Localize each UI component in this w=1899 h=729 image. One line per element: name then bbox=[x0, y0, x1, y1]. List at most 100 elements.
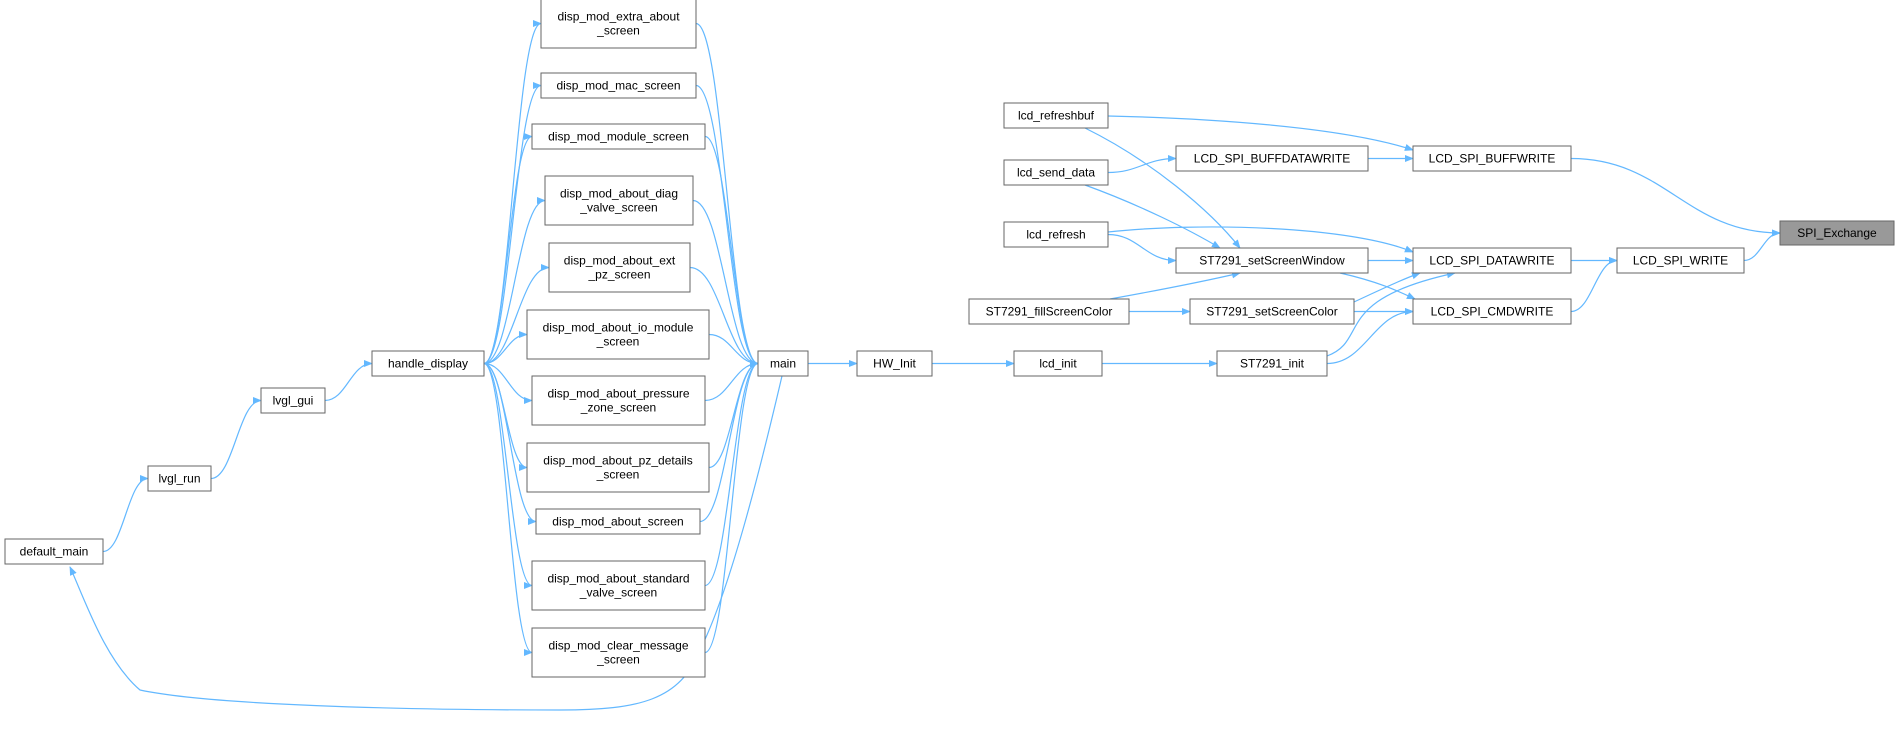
node-lcd-refresh[interactable]: lcd_refresh bbox=[1003, 221, 1109, 248]
node-label: ST7291_setScreenColor bbox=[1206, 305, 1337, 319]
node-disp-mod-about-screen[interactable]: disp_mod_about_screen bbox=[535, 508, 701, 535]
node-box[interactable] bbox=[531, 560, 706, 611]
node-box[interactable] bbox=[1003, 159, 1109, 186]
node-disp-mod-module-screen[interactable]: disp_mod_module_screen bbox=[531, 123, 706, 150]
node-disp-mod-about-pressure-zone-screen[interactable]: disp_mod_about_pressure_zone_screen bbox=[531, 375, 706, 426]
node-disp-mod-about-ext-pz-screen[interactable]: disp_mod_about_ext_pz_screen bbox=[548, 242, 691, 293]
edge-lcd_refresh-to-st7291_setscreenwindow bbox=[1107, 233, 1177, 265]
node-lcd-send-data[interactable]: lcd_send_data bbox=[1003, 159, 1109, 186]
node-box[interactable] bbox=[1003, 221, 1109, 248]
node-st7291-setscreencolor[interactable]: ST7291_setScreenColor bbox=[1189, 298, 1355, 325]
node-box[interactable] bbox=[1189, 298, 1355, 325]
node-box[interactable] bbox=[535, 508, 701, 535]
node-lcd-refreshbuf[interactable]: lcd_refreshbuf bbox=[1003, 102, 1109, 129]
edge-disp_mod_about_screen-to-main bbox=[699, 359, 759, 523]
node-label: LCD_SPI_BUFFWRITE bbox=[1429, 152, 1556, 166]
edge-lvgl_gui-to-handle_display bbox=[324, 359, 373, 402]
node-box[interactable] bbox=[260, 387, 326, 414]
node-st7291-setscreenwindow[interactable]: ST7291_setScreenWindow bbox=[1175, 247, 1369, 274]
node-hw-init[interactable]: HW_Init bbox=[856, 350, 933, 377]
node-lcd-spi-datawrite[interactable]: LCD_SPI_DATAWRITE bbox=[1412, 247, 1572, 274]
node-disp-mod-extra-about-screen[interactable]: disp_mod_extra_about_screen bbox=[540, 0, 697, 49]
edge-line bbox=[483, 263, 550, 365]
edge-handle_display-to-disp_mod_about_pressure_zone_screen bbox=[483, 362, 533, 405]
node-box[interactable] bbox=[856, 350, 933, 377]
node-disp-mod-about-pz-details-screen[interactable]: disp_mod_about_pz_details_screen bbox=[526, 442, 710, 493]
node-box[interactable] bbox=[1175, 145, 1369, 172]
node-label: HW_Init bbox=[873, 357, 916, 371]
node-label: _screen bbox=[596, 653, 640, 667]
node-disp-mod-about-standard-valve-screen[interactable]: disp_mod_about_standard_valve_screen bbox=[531, 560, 706, 611]
node-box[interactable] bbox=[531, 123, 706, 150]
edge-line bbox=[1570, 157, 1781, 237]
node-box[interactable] bbox=[526, 442, 710, 493]
edge-line bbox=[102, 474, 149, 553]
node-handle-display[interactable]: handle_display bbox=[371, 350, 485, 377]
node-box[interactable] bbox=[540, 0, 697, 49]
node-st7291-fillscreencolor[interactable]: ST7291_fillScreenColor bbox=[968, 298, 1130, 325]
node-box[interactable] bbox=[544, 175, 694, 226]
edge-line bbox=[1339, 272, 1416, 300]
node-disp-mod-about-io-module-screen[interactable]: disp_mod_about_io_module_screen bbox=[526, 309, 710, 360]
node-label: disp_mod_about_io_module bbox=[543, 321, 694, 335]
edge-line bbox=[699, 359, 759, 523]
node-box[interactable] bbox=[526, 309, 710, 360]
node-box[interactable] bbox=[1412, 247, 1572, 274]
node-lvgl-run[interactable]: lvgl_run bbox=[147, 465, 212, 492]
node-disp-mod-about-diag-valve-screen[interactable]: disp_mod_about_diag_valve_screen bbox=[544, 175, 694, 226]
node-box[interactable] bbox=[540, 72, 697, 99]
edge-lcd_send_data-to-st7291_setscreenwindow bbox=[1084, 184, 1221, 249]
edge-handle_display-to-disp_mod_module_screen bbox=[483, 132, 533, 365]
edge-handle_display-to-disp_mod_about_ext_pz_screen bbox=[483, 263, 550, 365]
node-lcd-spi-write[interactable]: LCD_SPI_WRITE bbox=[1616, 247, 1745, 274]
node-lvgl-gui[interactable]: lvgl_gui bbox=[260, 387, 326, 414]
node-label: lcd_refreshbuf bbox=[1018, 109, 1095, 123]
node-disp-mod-mac-screen[interactable]: disp_mod_mac_screen bbox=[540, 72, 697, 99]
node-label: disp_mod_extra_about bbox=[557, 10, 680, 24]
node-disp-mod-clear-message-screen[interactable]: disp_mod_clear_message_screen bbox=[531, 627, 706, 678]
node-box[interactable] bbox=[531, 375, 706, 426]
node-box[interactable] bbox=[1412, 298, 1572, 325]
node-main[interactable]: main bbox=[757, 350, 809, 377]
node-box[interactable] bbox=[371, 350, 485, 377]
node-lcd-spi-buffwrite[interactable]: LCD_SPI_BUFFWRITE bbox=[1412, 145, 1572, 172]
node-lcd-spi-buffdatawrite[interactable]: LCD_SPI_BUFFDATAWRITE bbox=[1175, 145, 1369, 172]
edge-line bbox=[483, 196, 546, 365]
node-box[interactable] bbox=[548, 242, 691, 293]
node-box[interactable] bbox=[4, 538, 104, 565]
edge-line bbox=[1107, 226, 1414, 253]
edge-line bbox=[483, 330, 528, 365]
edge-line bbox=[483, 362, 533, 405]
edge-line bbox=[483, 132, 533, 365]
edge-lcd_spi_write-to-spi_exchange bbox=[1743, 229, 1781, 262]
node-box[interactable] bbox=[757, 350, 809, 377]
node-box[interactable] bbox=[968, 298, 1130, 325]
node-box[interactable] bbox=[531, 627, 706, 678]
edge-line bbox=[483, 362, 537, 526]
node-box[interactable] bbox=[1013, 350, 1103, 377]
node-lcd-spi-cmdwrite[interactable]: LCD_SPI_CMDWRITE bbox=[1412, 298, 1572, 325]
node-box[interactable] bbox=[1779, 220, 1895, 246]
node-box[interactable] bbox=[1412, 145, 1572, 172]
edge-handle_display-to-disp_mod_about_screen bbox=[483, 362, 537, 526]
node-box[interactable] bbox=[1616, 247, 1745, 274]
node-lcd-init[interactable]: lcd_init bbox=[1013, 350, 1103, 377]
node-box[interactable] bbox=[147, 465, 212, 492]
node-st7291-init[interactable]: ST7291_init bbox=[1216, 350, 1328, 377]
node-label: disp_mod_about_ext bbox=[564, 254, 676, 268]
node-box[interactable] bbox=[1216, 350, 1328, 377]
node-default-main[interactable]: default_main bbox=[4, 538, 104, 565]
edge-disp_mod_about_diag_valve_screen-to-main bbox=[692, 199, 759, 368]
node-label: LCD_SPI_CMDWRITE bbox=[1431, 305, 1554, 319]
edge-st7291_init-to-lcd_spi_datawrite bbox=[1326, 271, 1456, 357]
edge-line bbox=[1107, 233, 1177, 265]
nodes-layer: SPI_Exchange LCD_SPI_BUFFWRITE LCD_SPI_WRI… bbox=[4, 0, 1895, 678]
node-box[interactable] bbox=[1003, 102, 1109, 129]
node-box[interactable] bbox=[1175, 247, 1369, 274]
node-label: _zone_screen bbox=[580, 401, 656, 415]
edge-main-to-default_main bbox=[69, 375, 783, 711]
node-label: LCD_SPI_WRITE bbox=[1633, 254, 1728, 268]
node-label: SPI_Exchange bbox=[1797, 226, 1877, 240]
edge-lcd_send_data-to-lcd_spi_buffdatawrite bbox=[1107, 154, 1177, 174]
node-spi-exchange[interactable]: SPI_Exchange bbox=[1779, 220, 1895, 246]
